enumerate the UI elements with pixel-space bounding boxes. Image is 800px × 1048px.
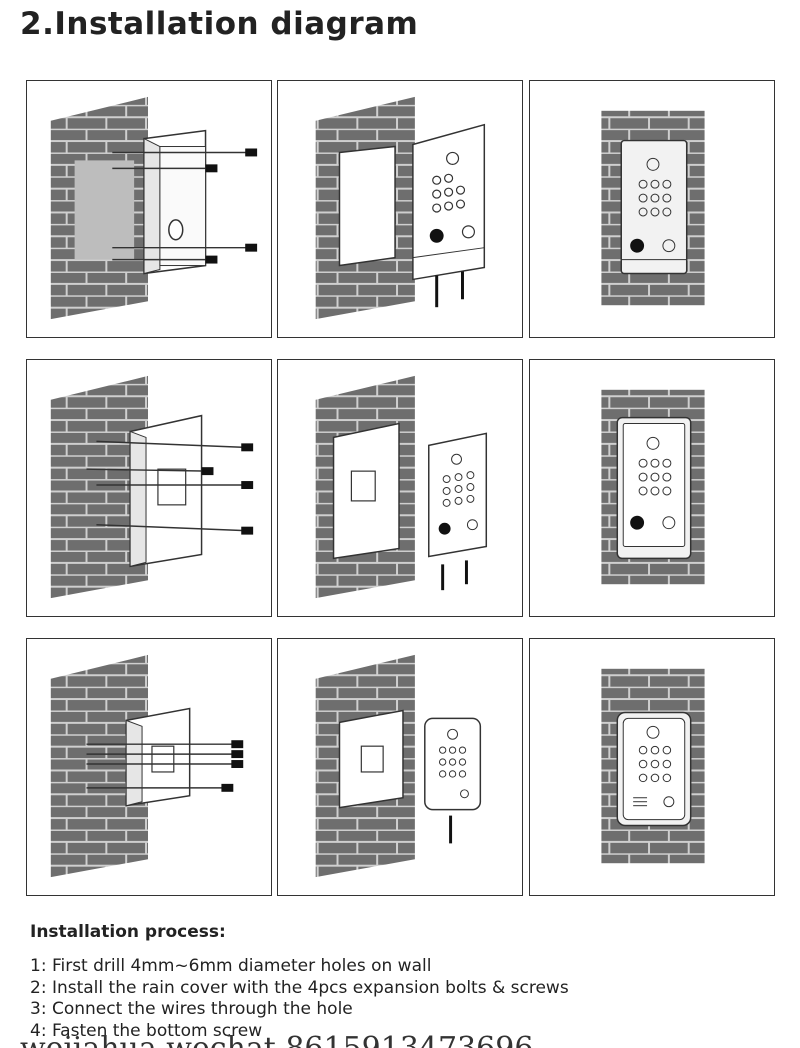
process-heading: Installation process: (30, 922, 226, 942)
process-step: 4: Fasten the bottom screw (30, 1020, 263, 1041)
finished-install-illustration (601, 110, 705, 306)
install-front-panel-illustration (315, 96, 486, 320)
finished-with-cover-illustration (601, 389, 705, 585)
process-step: 3: Connect the wires through the hole (30, 999, 353, 1019)
cropped-footer-text: wejiahua wechat 8615913473696 (20, 1034, 720, 1048)
diagram-panel-3-2 (277, 638, 523, 896)
compact-cover-screws-illustration (50, 654, 244, 878)
installation-diagram-grid (26, 80, 776, 900)
diagram-panel-2-1 (26, 359, 272, 617)
diagram-panel-2-2 (277, 359, 523, 617)
rain-cover-screws-illustration (50, 375, 254, 599)
diagram-panel-1-3 (529, 80, 775, 338)
drill-rain-cover-illustration (50, 96, 258, 320)
page-title: 2.Installation diagram (20, 6, 419, 42)
attach-compact-keypad-illustration (315, 654, 482, 878)
diagram-panel-1-2 (277, 80, 523, 338)
diagram-panel-1-1 (26, 80, 272, 338)
process-step: 1: First drill 4mm~6mm diameter holes on… (30, 956, 432, 976)
finished-compact-illustration (601, 668, 705, 864)
diagram-panel-3-1 (26, 638, 272, 896)
diagram-panel-3-3 (529, 638, 775, 896)
attach-keypad-illustration (315, 375, 488, 599)
diagram-panel-2-3 (529, 359, 775, 617)
footer-text: wejiahua wechat 8615913473696 (20, 1034, 720, 1048)
process-steps: 1: First drill 4mm~6mm diameter holes on… (30, 956, 569, 1042)
process-step: 2: Install the rain cover with the 4pcs … (30, 977, 569, 998)
